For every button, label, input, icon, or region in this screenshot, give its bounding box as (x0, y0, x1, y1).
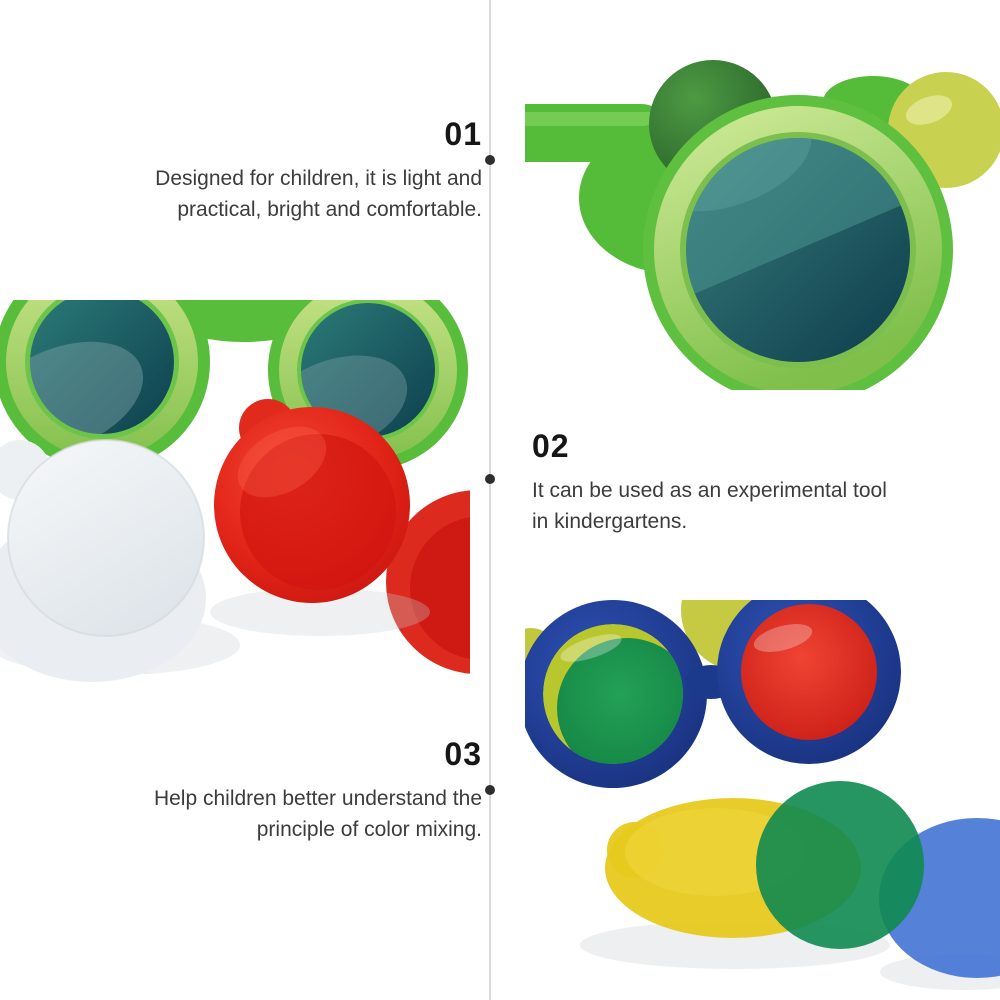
right-lens-highlight (753, 624, 813, 652)
divider-dot-3 (485, 785, 495, 795)
right-lens-red-glass (741, 604, 877, 740)
divider-dot-1 (485, 155, 495, 165)
feature-number-1: 01 (444, 116, 482, 152)
glasses-lens-closeup-illustration (525, 60, 1000, 390)
feature-section-3: 03 Help children better understand the pr… (52, 736, 482, 845)
red-filter-highlight (237, 426, 327, 498)
red-color-filter (210, 399, 430, 636)
white-color-filter (0, 439, 240, 682)
green-glasses-filters-illustration (0, 300, 470, 682)
feature-text-3: Help children better understand the princ… (52, 783, 482, 845)
photo-green-glasses-lens-closeup (525, 0, 1000, 390)
yellow-green-highlight (906, 95, 952, 125)
feature-section-1: 01 Designed for children, it is light an… (52, 116, 482, 225)
feature-text-2-line-1: It can be used as an experimental tool (532, 479, 887, 502)
white-filter-disc (8, 440, 204, 636)
left-lens-reflection (30, 341, 144, 434)
red-color-filter-right (386, 490, 470, 674)
feature-text-1: Designed for children, it is light and pr… (52, 163, 482, 225)
feature-section-2: 02 It can be used as an experimental too… (532, 428, 977, 537)
red-filter-inner (240, 434, 396, 590)
feature-text-2-line-2: in kindergartens. (532, 510, 688, 534)
feature-text-1-line-1: Designed for children, it is light and (155, 167, 482, 190)
green-toy-glasses (0, 300, 468, 470)
feature-number-2: 02 (532, 428, 570, 464)
left-lens-glass-group (543, 624, 683, 764)
blue-glasses (525, 600, 901, 788)
feature-text-3-line-1: Help children better understand the (153, 787, 482, 810)
red-filter-right-inner (410, 517, 470, 659)
blue-glasses-paddles-illustration (525, 600, 1000, 990)
feature-text-2: It can be used as an experimental tool in… (532, 475, 977, 537)
divider-dot-2 (485, 474, 495, 484)
vertical-divider-line (489, 0, 491, 1000)
left-lens-glass (30, 300, 174, 434)
white-filter-edge (7, 439, 205, 637)
main-lens (643, 95, 953, 390)
temple-arm-highlight (525, 112, 655, 126)
feature-text-3-line-2: principle of color mixing. (256, 818, 482, 842)
red-filter-shadow (210, 588, 430, 636)
green-paddle (756, 781, 924, 949)
photo-blue-glasses-color-paddles (525, 600, 1000, 1000)
photo-green-glasses-with-filters (0, 300, 470, 715)
right-lens-glass (301, 303, 435, 437)
feature-number-3: 03 (444, 736, 482, 772)
color-paddles (580, 781, 1000, 990)
feature-text-1-line-2: practical, bright and comfortable. (177, 198, 482, 222)
